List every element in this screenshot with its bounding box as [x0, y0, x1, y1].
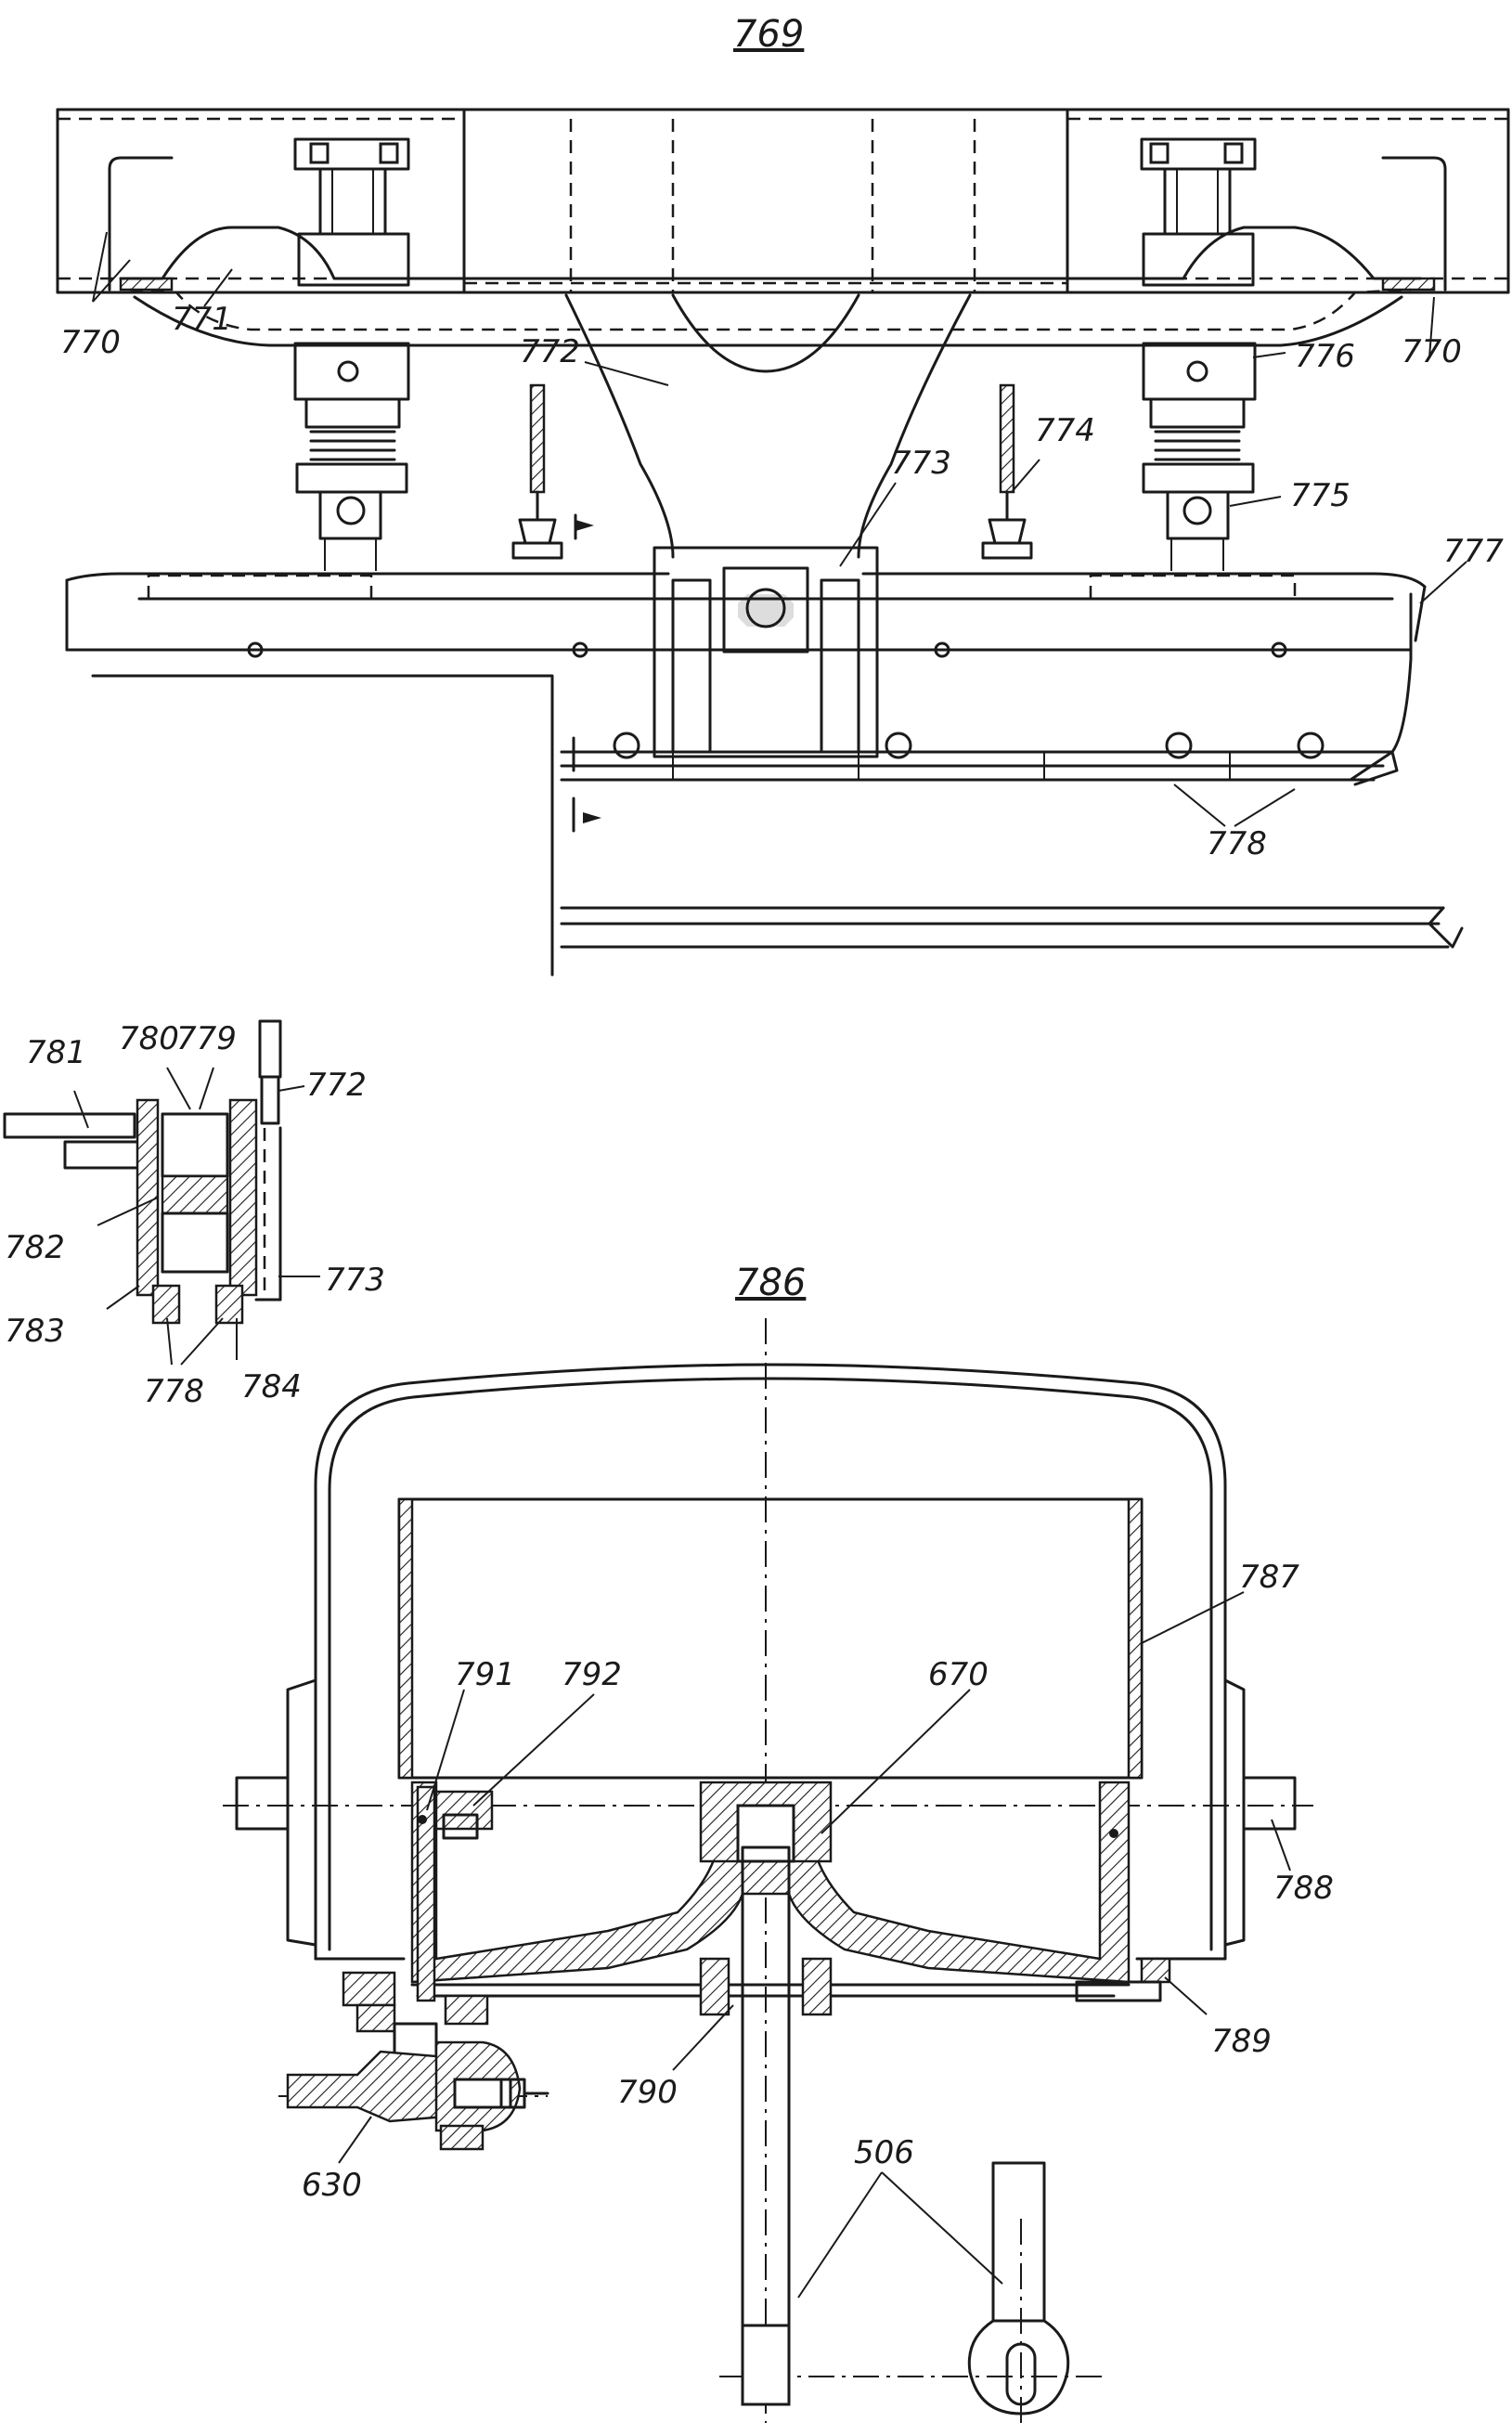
insulator-right — [981, 383, 1033, 560]
end-bracket-left — [108, 156, 174, 291]
figure-number-769: 769 — [733, 13, 804, 56]
end-bracket-right — [1381, 156, 1447, 291]
label-791: 791 — [455, 1656, 515, 1693]
label-777: 777 — [1443, 533, 1504, 570]
label-670: 670 — [928, 1656, 989, 1693]
shaft-506 — [699, 1846, 833, 2406]
label-775: 775 — [1290, 477, 1350, 514]
label-778-detail: 778 — [144, 1373, 204, 1410]
outer-cover — [235, 1363, 1297, 1961]
platform-and-rail — [91, 513, 1464, 977]
hanger-772 — [564, 293, 972, 559]
detail-cross-section: 781 780 779 772 782 773 783 778 784 — [3, 1019, 385, 1410]
car-body-frame — [56, 108, 1510, 294]
label-773-detail: 773 — [325, 1262, 385, 1299]
label-787: 787 — [1239, 1559, 1299, 1596]
label-771: 771 — [172, 301, 232, 338]
label-630: 630 — [302, 2167, 362, 2204]
label-784: 784 — [241, 1368, 302, 1405]
label-792: 792 — [562, 1656, 622, 1693]
label-774: 774 — [1035, 412, 1095, 449]
label-773: 773 — [891, 445, 951, 482]
hook-link — [967, 2161, 1070, 2416]
leader-lines-786 — [338, 1591, 1291, 2299]
label-788: 788 — [1273, 1870, 1334, 1907]
central-pivot-773 — [653, 546, 879, 758]
valve-791-792 — [416, 1785, 1118, 2002]
label-770-left: 770 — [60, 324, 121, 361]
label-770-right: 770 — [1402, 333, 1462, 370]
label-780: 780 — [119, 1020, 179, 1057]
label-776: 776 — [1295, 338, 1355, 375]
drain-fitting-630 — [286, 1971, 549, 2151]
label-790: 790 — [617, 2074, 678, 2111]
figure-number-786: 786 — [735, 1262, 806, 1304]
label-782: 782 — [5, 1229, 65, 1266]
figure-769: 769 — [56, 13, 1510, 977]
label-779: 779 — [176, 1020, 237, 1057]
basin-bottom — [410, 1781, 1131, 1998]
label-772-detail: 772 — [306, 1067, 367, 1104]
figure-786: 786 — [223, 1262, 1334, 2423]
bolster-beam — [119, 226, 1422, 347]
label-778: 778 — [1207, 825, 1267, 862]
insulator-left — [511, 383, 563, 560]
leader-lines-769 — [92, 231, 1467, 827]
spring-assembly-right — [1140, 137, 1257, 571]
label-789: 789 — [1211, 2023, 1272, 2060]
bracket-789 — [1075, 1957, 1171, 2002]
label-772: 772 — [520, 333, 580, 370]
label-506: 506 — [854, 2134, 914, 2171]
label-783: 783 — [5, 1313, 65, 1350]
inner-vessel — [397, 1497, 1144, 1780]
spring-assembly-left — [293, 137, 410, 571]
label-781: 781 — [26, 1034, 86, 1071]
